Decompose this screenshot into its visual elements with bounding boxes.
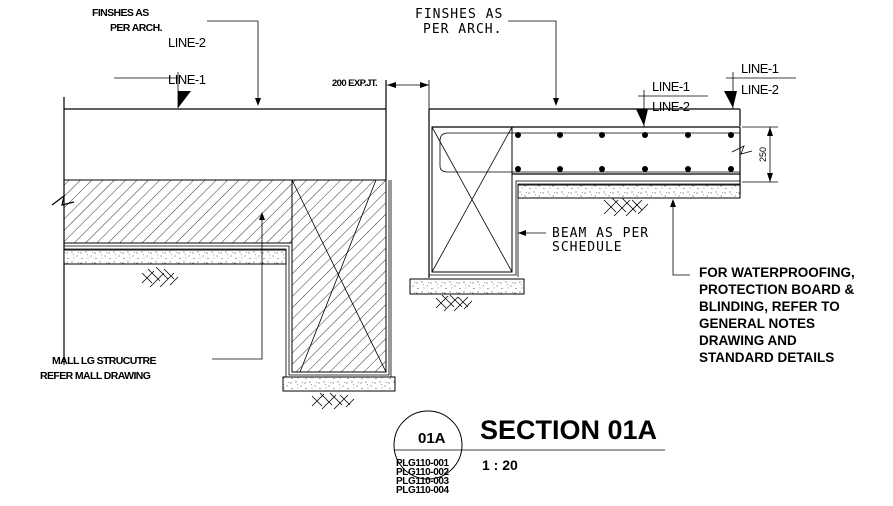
arrowhead-icon (420, 82, 429, 88)
section-title: SECTION 01A (480, 415, 657, 445)
right-finishes-leader (508, 20, 557, 104)
rebar-dots (515, 132, 734, 172)
left-membrane (64, 180, 390, 376)
beam-label: BEAM AS PER (552, 226, 649, 241)
left-finishes-label: FINSHES AS (92, 7, 149, 19)
rebar-dot (685, 132, 691, 138)
earth-symbol-icon (141, 266, 179, 288)
beam-membrane (429, 180, 740, 276)
level-b-upper: LINE-1 (741, 61, 779, 76)
left-line2-label: LINE-2 (168, 35, 206, 50)
structure-label: MALL LG STRUCUTRE (52, 355, 157, 367)
section-tag: 01A (418, 430, 446, 447)
beam-diagonal (431, 126, 513, 273)
left-structural-slab (63, 179, 293, 244)
slab-depth-dimension: 250 (758, 147, 768, 162)
arrowhead-icon (255, 98, 261, 106)
note-line: DRAWING AND (699, 333, 797, 348)
arrowhead-icon (259, 212, 265, 220)
note-line: BLINDING, REFER TO (699, 299, 840, 314)
column-diagonal (291, 179, 387, 373)
level-a-upper: LINE-1 (652, 79, 690, 94)
level-marker-icon (178, 91, 191, 108)
left-blinding (63, 249, 287, 265)
structure-label: REFER MALL DRAWING (40, 370, 151, 382)
sheet-ref[interactable]: PLG110-001 (396, 458, 450, 469)
left-detail: FINSHES AS PER ARCH. LINE-2 LINE-1 MALL … (40, 7, 396, 410)
sheet-ref[interactable]: PLG110-002 (396, 467, 450, 478)
arrowhead-icon (387, 82, 396, 88)
note-line: GENERAL NOTES (699, 316, 815, 331)
note-line: PROTECTION BOARD & (699, 282, 855, 297)
sheet-ref[interactable]: PLG110-003 (396, 476, 450, 487)
earth-symbol-icon (435, 294, 473, 312)
rebar-dot (685, 166, 691, 172)
rebar-dot (728, 166, 734, 172)
note-line: FOR WATERPROOFING, (699, 265, 855, 280)
rebar-dot (642, 132, 648, 138)
arrowhead-icon (670, 199, 676, 207)
arrowhead-icon (553, 98, 559, 106)
rebar-dot (557, 166, 563, 172)
level-a-lower: LINE-2 (652, 99, 690, 114)
rebar-dot (728, 132, 734, 138)
rebar-dot (515, 132, 521, 138)
drawing-scale: 1 : 20 (482, 457, 518, 473)
right-detail: 250 FINSHES AS PER ARCH. LINE-1 LINE-2 L… (409, 7, 855, 365)
right-finishes-label: PER ARCH. (423, 22, 502, 37)
rebar-stirrup (439, 132, 740, 173)
section-bubble (393, 410, 463, 480)
arrowhead-icon (767, 173, 773, 182)
sheet-ref[interactable]: PLG110-004 (396, 485, 450, 496)
section-title-block: 01A SECTION 01A 1 : 20 PLG110-001 PLG110… (393, 410, 665, 496)
expansion-joint-label: 200 EXP.JT. (332, 78, 377, 89)
level-marker-icon (636, 109, 648, 126)
rebar-dot (557, 132, 563, 138)
right-finishes-label: FINSHES AS (415, 7, 503, 22)
level-b-lower: LINE-2 (741, 82, 779, 97)
slab-blinding (517, 184, 741, 199)
earth-symbol-icon (603, 197, 649, 217)
arrowhead-icon (518, 230, 526, 236)
rebar-dot (515, 166, 521, 172)
rebar-dot (642, 166, 648, 172)
column-blinding (282, 376, 396, 392)
beam-membrane (517, 183, 740, 277)
earth-symbol-icon (311, 392, 355, 410)
waterproofing-leader (672, 200, 690, 276)
left-line1-label: LINE-1 (168, 72, 206, 87)
structure-leader (212, 213, 263, 360)
column-diagonal (299, 179, 377, 373)
arrowhead-icon (767, 127, 773, 136)
left-finishes-leader (207, 20, 259, 104)
beam-blinding (409, 278, 525, 295)
break-symbol-icon (731, 145, 753, 155)
rebar-dot (599, 166, 605, 172)
beam-label: SCHEDULE (552, 240, 623, 255)
expansion-joint: 200 EXP.JT. (332, 78, 430, 135)
note-line: STANDARD DETAILS (699, 350, 834, 365)
level-marker-icon (724, 91, 737, 108)
waterproofing-note: FOR WATERPROOFING, PROTECTION BOARD & BL… (699, 265, 855, 365)
left-finishes-label: PER ARCH. (110, 22, 163, 34)
rebar-dot (599, 132, 605, 138)
